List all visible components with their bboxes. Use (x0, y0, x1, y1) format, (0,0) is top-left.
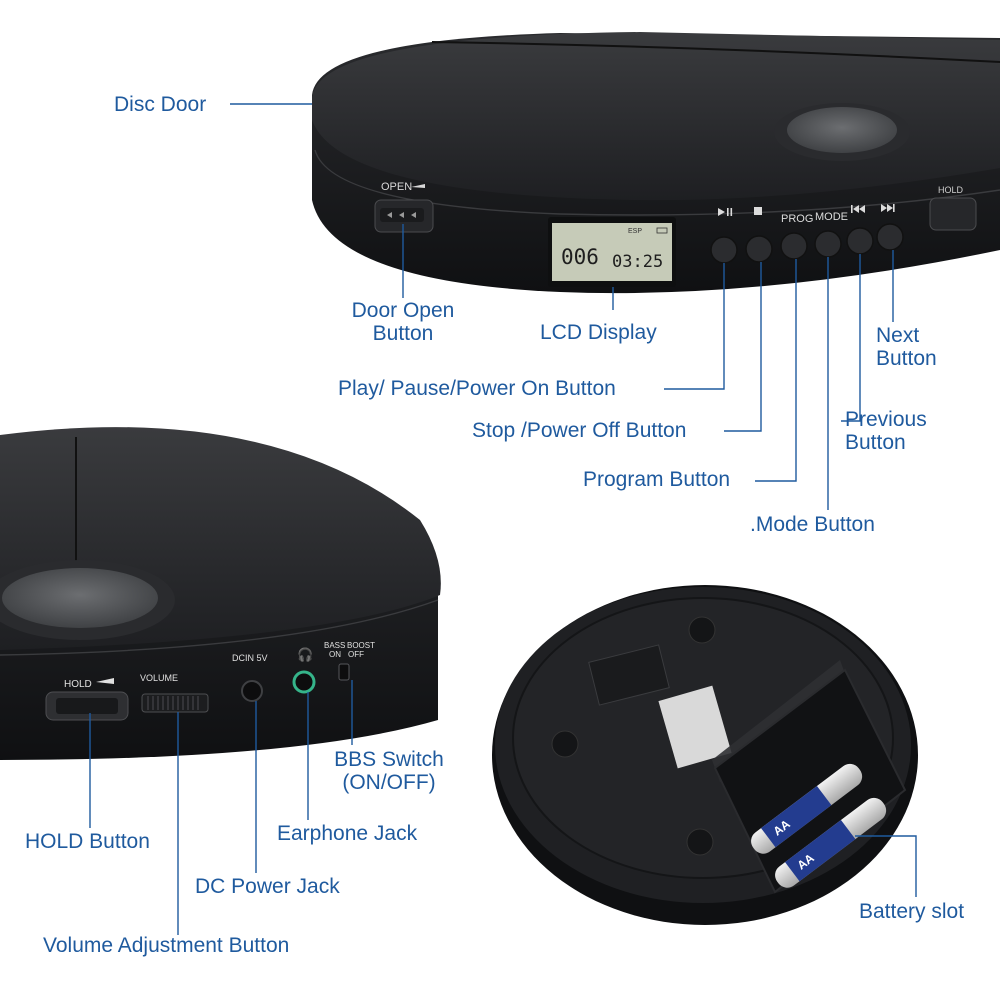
play-pause-button[interactable] (710, 236, 738, 264)
program-button[interactable] (780, 232, 808, 260)
top-player: OPEN ESP 006 03:25 PROG MODE HOLD (312, 32, 1000, 294)
foot-pad (688, 616, 716, 644)
label-dc-power-jack: DC Power Jack (195, 875, 340, 898)
label-door-open-button: Door Open Button (333, 299, 473, 345)
label-play-pause-button: Play/ Pause/Power On Button (338, 377, 616, 400)
bass-marking: BASS (324, 641, 345, 650)
label-volume-adjustment: Volume Adjustment Button (43, 934, 290, 957)
on-marking: ON (329, 650, 341, 659)
leader-lines (89, 103, 917, 935)
bbs-switch[interactable] (338, 663, 350, 681)
open-marking: OPEN (381, 181, 412, 193)
disc-window (787, 107, 897, 153)
stop-icon (754, 207, 762, 215)
next-icon (881, 204, 895, 212)
label-bbs-line1: BBS Switch (334, 748, 444, 771)
next-button[interactable] (876, 223, 904, 251)
lcd-track-number: 006 (561, 245, 599, 269)
side-player: HOLD VOLUME DCIN 5V 🎧 BASS BOOST ON OFF (0, 427, 441, 760)
previous-icon (851, 205, 865, 213)
foot-pad (551, 730, 579, 758)
label-disc-door: Disc Door (114, 93, 207, 116)
earphone-jack[interactable] (292, 670, 316, 694)
hold-marking-top: HOLD (938, 185, 964, 195)
previous-button[interactable] (846, 227, 874, 255)
label-door-open-line2: Button (372, 322, 434, 345)
label-next-line2: Button (876, 347, 937, 370)
volume-marking: VOLUME (140, 673, 178, 683)
label-hold-button: HOLD Button (25, 830, 150, 853)
disc-window-side (2, 568, 158, 628)
label-battery-slot: Battery slot (859, 900, 965, 923)
spec-sticker (658, 685, 732, 769)
label-previous-line2: Button (845, 431, 906, 454)
label-next-button: Next Button (876, 324, 937, 370)
underside-player: AA AA (492, 585, 918, 925)
label-mode-button: .Mode Button (750, 513, 875, 536)
mode-button[interactable] (814, 230, 842, 258)
dcin-marking: DCIN 5V (232, 653, 268, 663)
mode-marking: MODE (815, 211, 848, 223)
label-previous-line1: Previous (845, 408, 927, 431)
hold-switch-top[interactable] (929, 197, 977, 231)
boost-marking: BOOST (347, 641, 375, 650)
label-next-line1: Next (876, 324, 920, 347)
label-plate (588, 644, 670, 706)
lcd-esp: ESP (628, 228, 642, 235)
stop-button[interactable] (745, 235, 773, 263)
lcd-screen (552, 223, 672, 281)
hold-marking: HOLD (64, 679, 92, 690)
label-lcd-display: LCD Display (540, 321, 657, 344)
headphone-icon: 🎧 (297, 647, 313, 663)
label-bbs-line2: (ON/OFF) (342, 771, 436, 794)
label-bbs-switch: BBS Switch (ON/OFF) (322, 748, 456, 794)
label-earphone-jack: Earphone Jack (277, 822, 418, 845)
label-door-open-line1: Door Open (351, 299, 455, 322)
off-marking: OFF (348, 650, 364, 659)
play-pause-icon (718, 208, 733, 216)
label-previous-button: Previous Button (845, 408, 927, 454)
prog-marking: PROG (781, 213, 813, 225)
label-stop-button: Stop /Power Off Button (472, 419, 687, 442)
label-program-button: Program Button (583, 468, 731, 491)
lcd-time: 03:25 (612, 252, 663, 272)
foot-pad (686, 828, 714, 856)
dc-jack[interactable] (241, 680, 263, 702)
